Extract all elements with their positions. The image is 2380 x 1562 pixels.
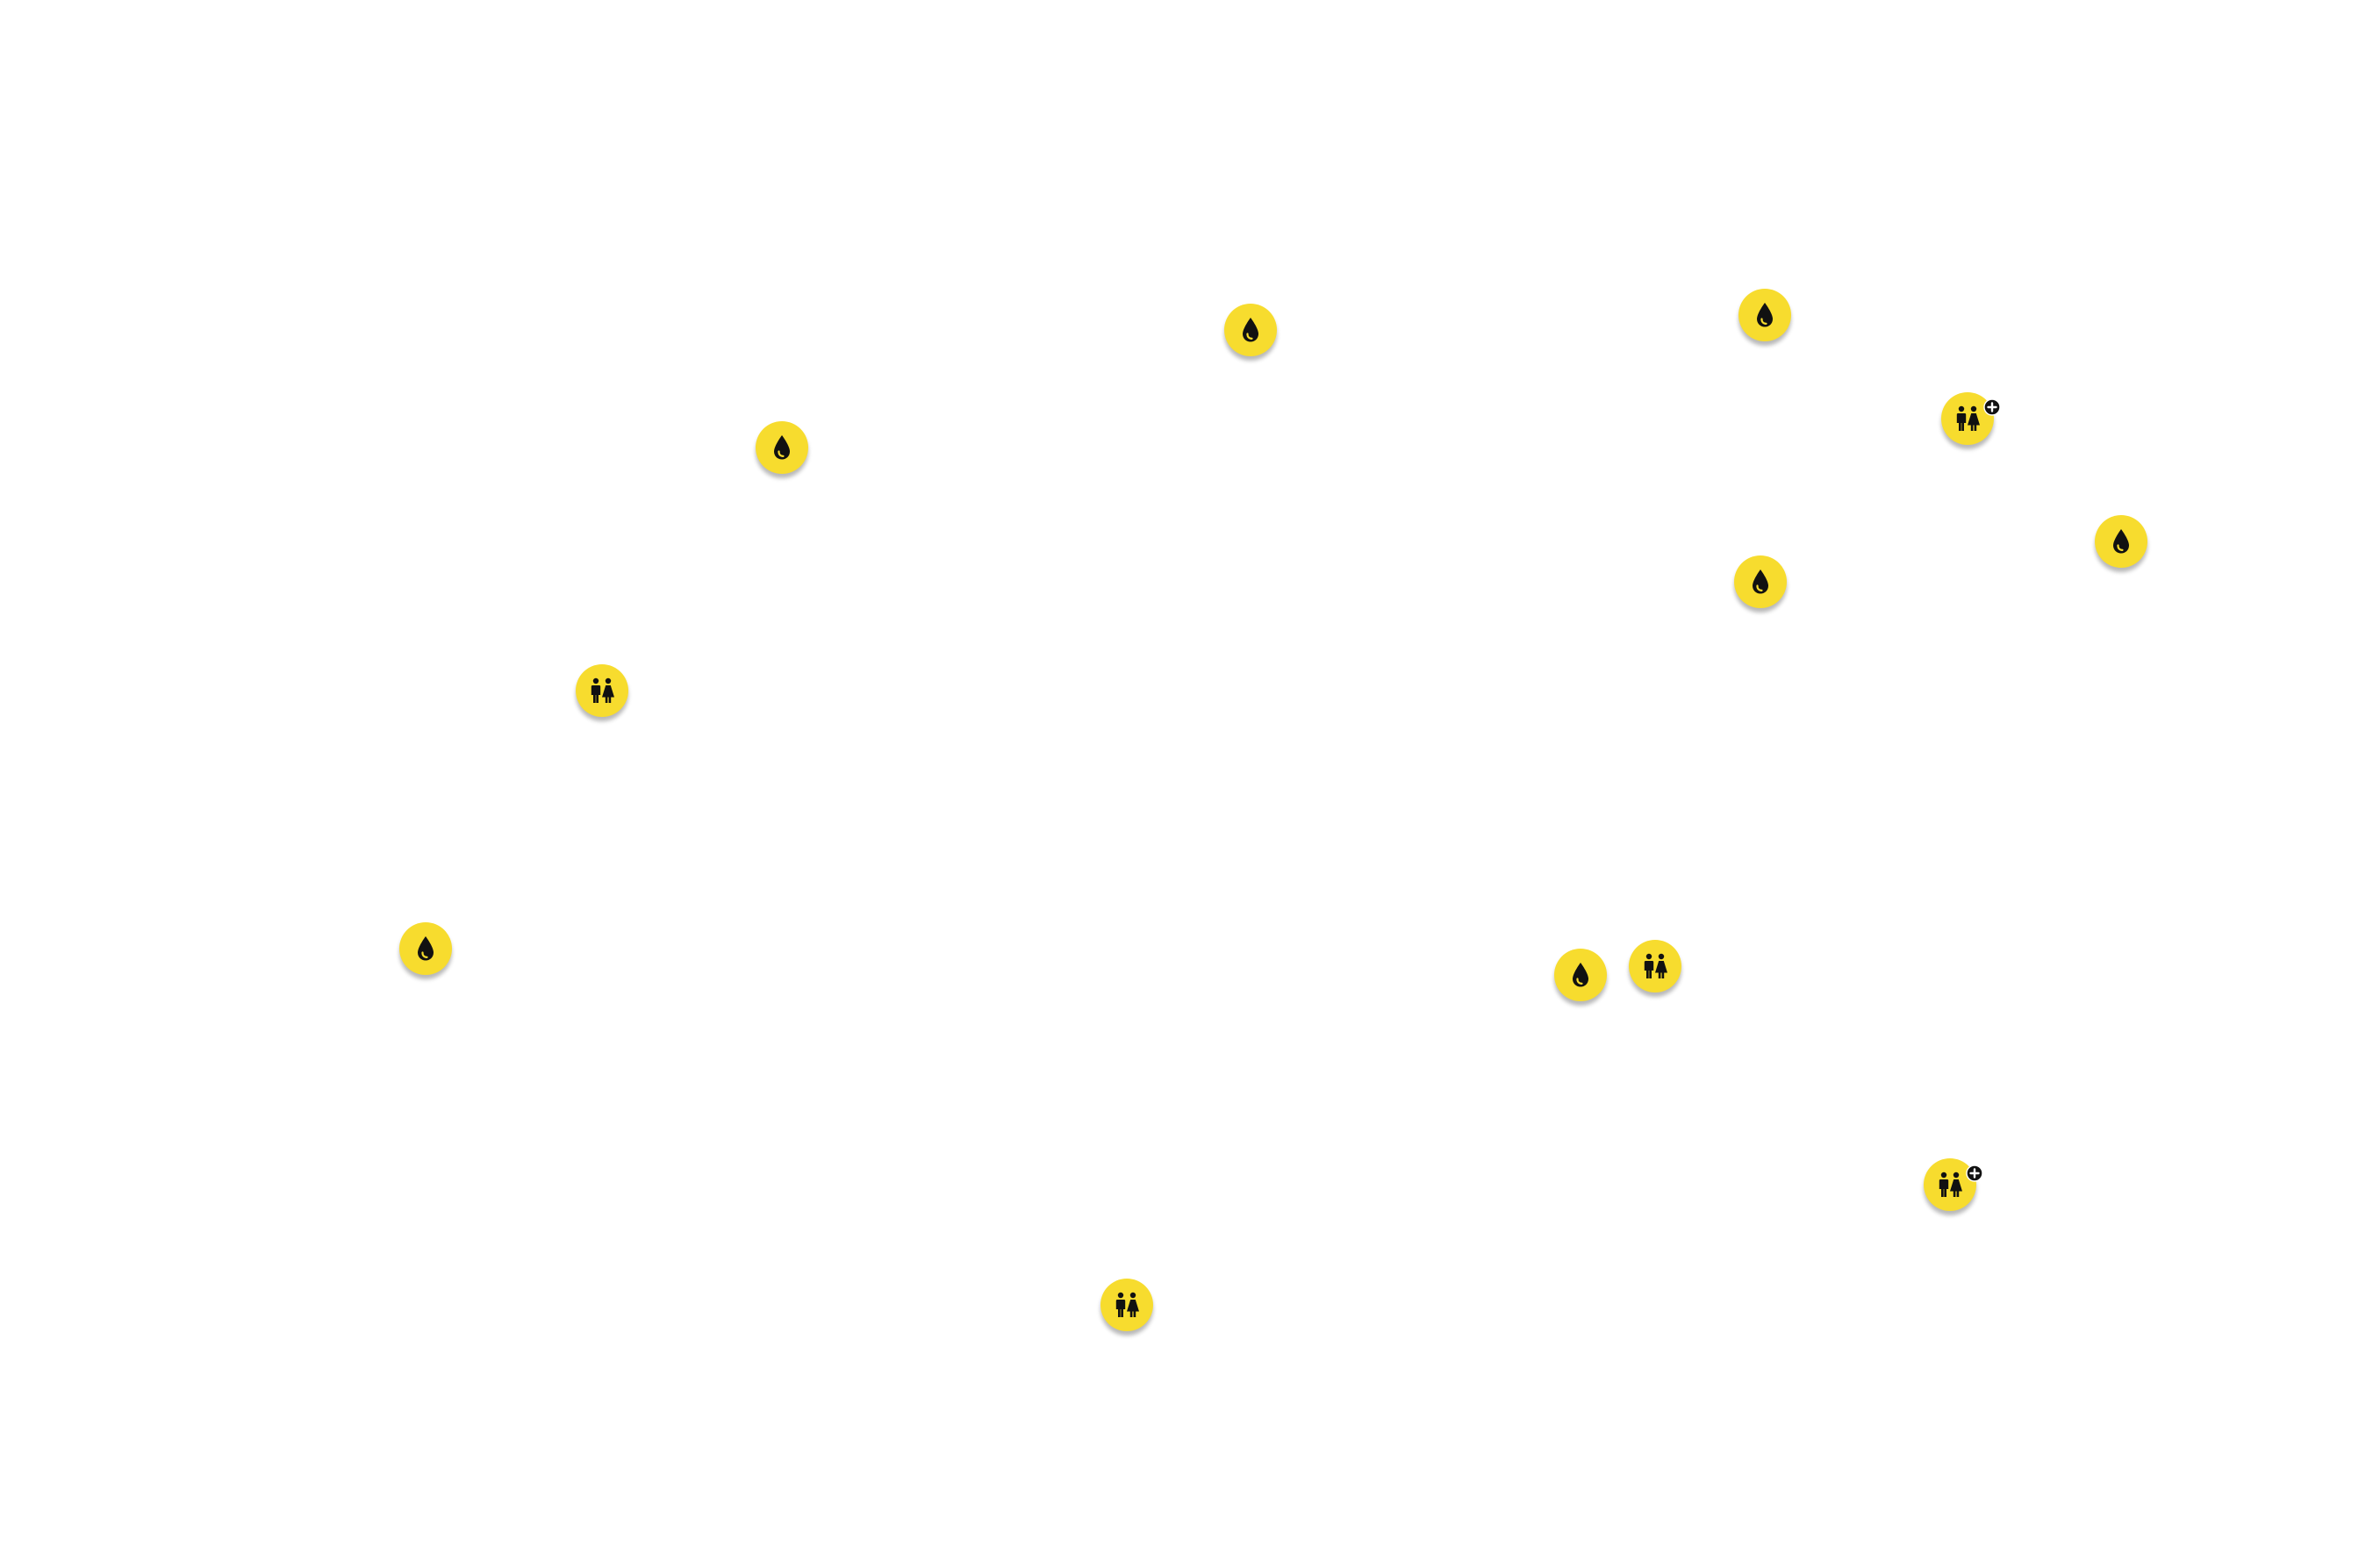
accessible-plus-icon (1966, 1164, 1983, 1182)
toilet-icon (584, 673, 620, 708)
toilet-marker[interactable] (1100, 1279, 1153, 1331)
water-marker[interactable] (399, 922, 452, 975)
water-drop-icon (2104, 524, 2139, 559)
water-drop-icon (1233, 312, 1268, 348)
toilet-icon (1950, 401, 1985, 436)
water-marker[interactable] (2095, 515, 2147, 568)
toilet-icon (1638, 949, 1673, 984)
toilet-marker[interactable] (1629, 940, 1681, 992)
toilet-icon (1932, 1167, 1968, 1202)
water-marker[interactable] (1734, 555, 1787, 608)
accessible-toilet-marker[interactable] (1924, 1158, 1983, 1211)
water-drop-icon (1563, 957, 1598, 992)
accessible-plus-icon (1983, 398, 2001, 416)
water-marker[interactable] (1224, 304, 1277, 356)
toilet-marker[interactable] (576, 664, 628, 717)
water-marker[interactable] (756, 421, 808, 474)
water-marker[interactable] (1554, 949, 1607, 1001)
toilet-icon (1109, 1287, 1144, 1322)
water-drop-icon (408, 931, 443, 966)
accessible-toilet-marker[interactable] (1941, 392, 2001, 445)
water-drop-icon (1747, 297, 1782, 333)
water-drop-icon (764, 430, 799, 465)
water-marker[interactable] (1738, 289, 1791, 341)
water-drop-icon (1743, 564, 1778, 599)
